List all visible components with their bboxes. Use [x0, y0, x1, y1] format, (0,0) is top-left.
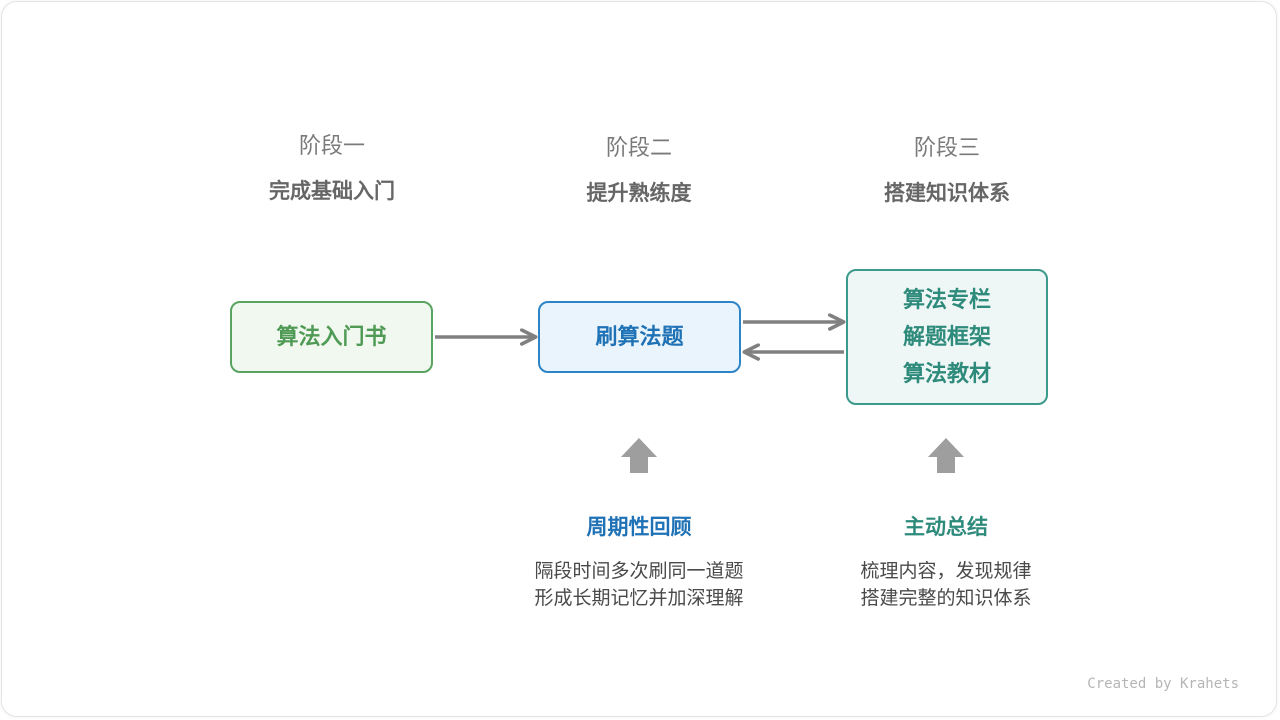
- knowledge-item-framework: 解题框架: [902, 324, 991, 350]
- knowledge-box: 算法专栏 解题框架 算法教材: [846, 269, 1048, 405]
- knowledge-item-textbook: 算法教材: [902, 361, 991, 387]
- stage-1-label: 阶段一: [298, 134, 365, 159]
- intro-book-label: 算法入门书: [276, 324, 387, 350]
- stage-2-label: 阶段二: [605, 136, 672, 161]
- intro-book-box: 算法入门书: [230, 301, 433, 373]
- credit-text: Created by Krahets: [1087, 676, 1239, 692]
- practice-label: 刷算法题: [595, 324, 684, 350]
- summary-description: 梳理内容，发现规律 搭建完整的知识体系: [806, 558, 1086, 612]
- up-arrow-review-icon: [621, 438, 657, 473]
- summary-title: 主动总结: [904, 515, 988, 539]
- knowledge-item-column: 算法专栏: [902, 287, 991, 313]
- review-description: 隔段时间多次刷同一道题 形成长期记忆并加深理解: [499, 558, 779, 612]
- summary-line-1: 梳理内容，发现规律: [860, 560, 1032, 582]
- stage-3-title: 搭建知识体系: [884, 181, 1010, 205]
- summary-line-2: 搭建完整的知识体系: [860, 587, 1032, 609]
- up-arrow-summary-icon: [928, 438, 964, 473]
- stage-2-title: 提升熟练度: [586, 181, 692, 205]
- review-line-2: 形成长期记忆并加深理解: [534, 587, 744, 609]
- stage-1-title: 完成基础入门: [269, 179, 395, 203]
- review-line-1: 隔段时间多次刷同一道题: [534, 560, 744, 582]
- stage-3-label: 阶段三: [913, 136, 980, 161]
- review-title: 周期性回顾: [586, 515, 692, 539]
- practice-box: 刷算法题: [538, 301, 741, 373]
